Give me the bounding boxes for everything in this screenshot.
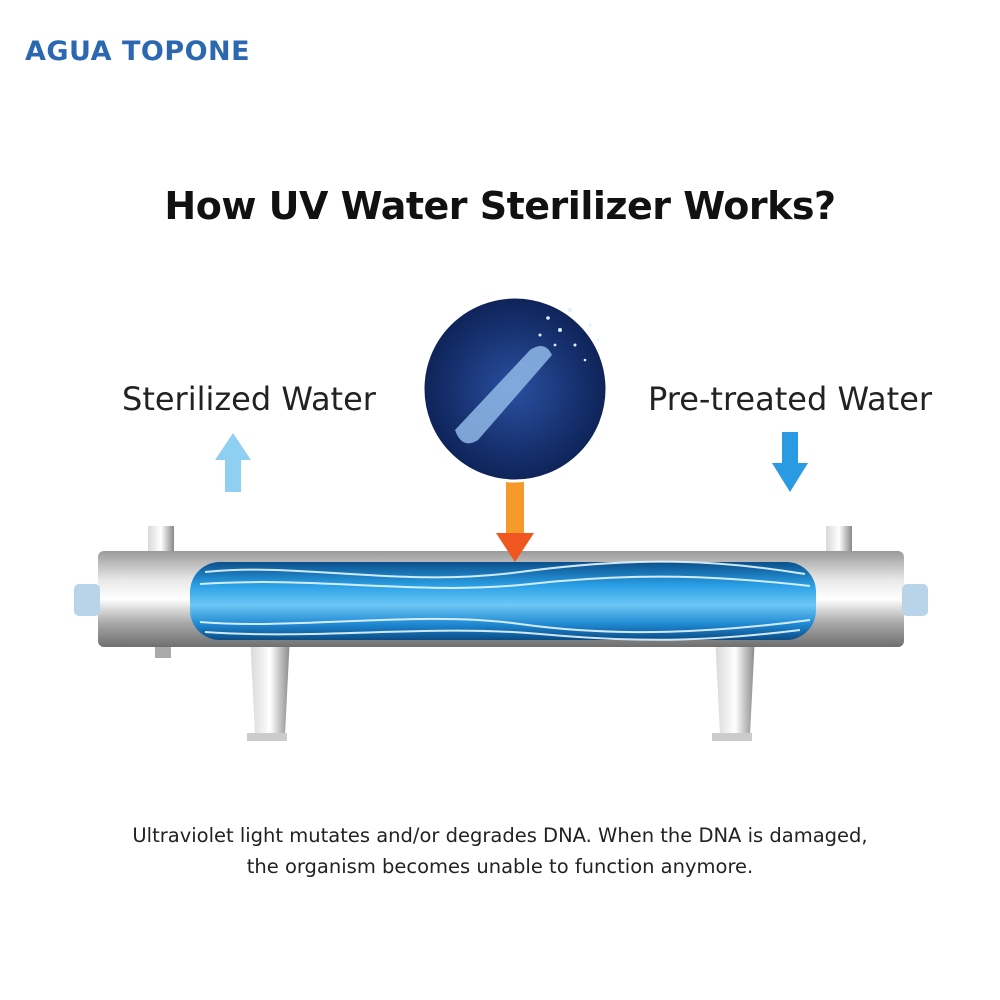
right-end-nut [902,584,928,616]
top-port-right [826,526,852,554]
explanation-caption: Ultraviolet light mutates and/or degrade… [0,820,1000,882]
right-leg [712,635,755,741]
inlet-arrow-icon [772,432,808,492]
caption-line-2: the organism becomes unable to function … [246,855,754,878]
caption-line-1: Ultraviolet light mutates and/or degrade… [132,824,868,847]
top-port-left [148,526,174,554]
uv-light-arrow-icon [496,475,534,562]
left-end-nut [74,584,100,616]
brand-logo: AGUA TOPONE [25,36,251,67]
left-leg [247,635,290,741]
dna-microscope-image [421,295,609,483]
page-title: How UV Water Sterilizer Works? [164,184,836,228]
pre-treated-water-label: Pre-treated Water [648,380,933,418]
outlet-arrow-icon [215,433,251,492]
water-flow-lines [199,560,811,641]
sterilized-water-label: Sterilized Water [122,380,376,418]
